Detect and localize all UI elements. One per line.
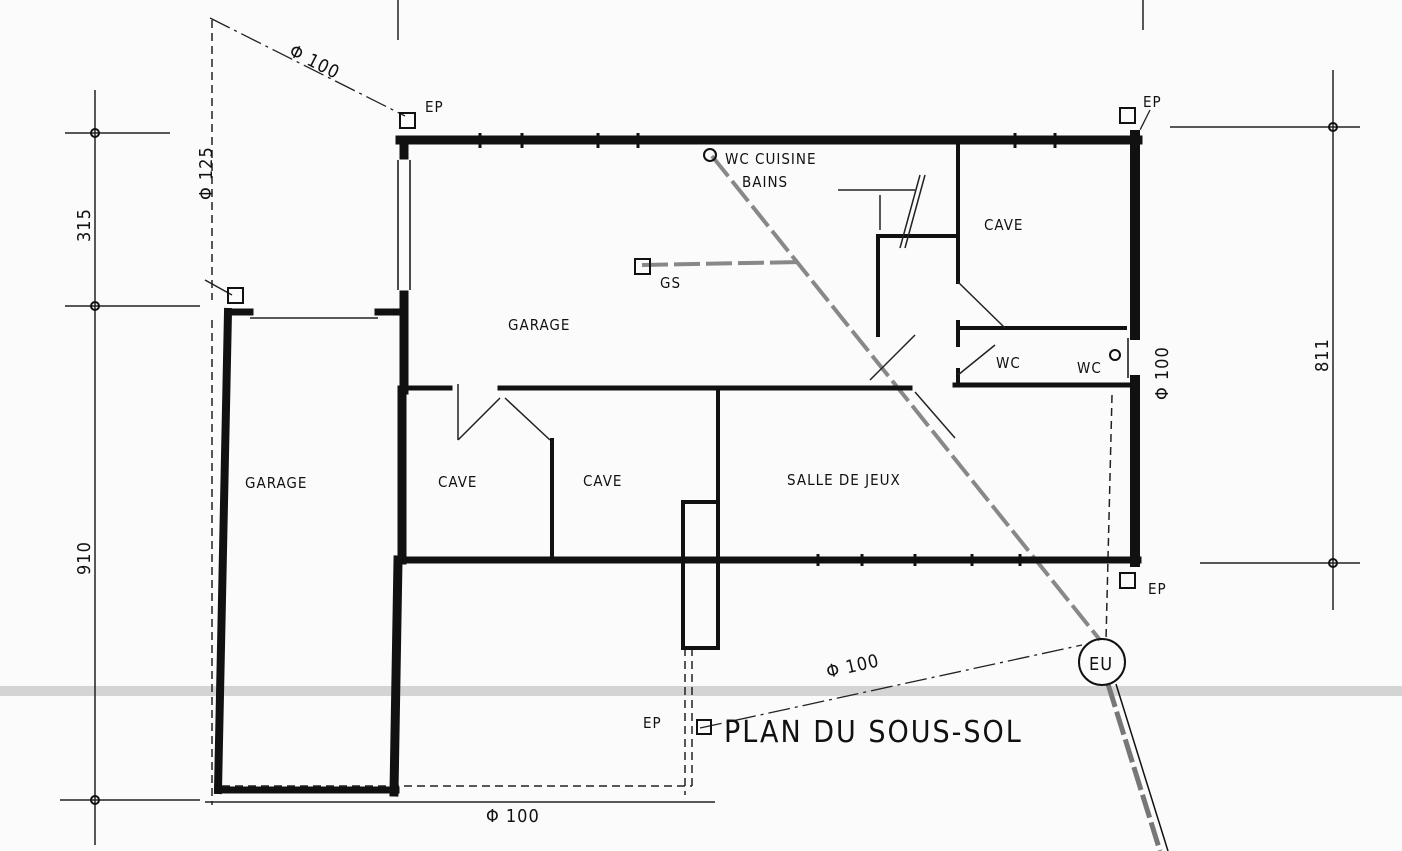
room-salle-de-jeux: SALLE DE JEUX — [787, 471, 901, 489]
label-ep-top-right: EP — [1143, 93, 1162, 111]
label-bains: BAINS — [742, 173, 788, 191]
room-wc-1: WC — [996, 354, 1021, 372]
ep-box-top-right — [1119, 107, 1136, 124]
ep-box-bottom-right — [1119, 572, 1136, 589]
dimension-left-upper: 315 — [74, 208, 95, 242]
eu-manhole — [1078, 638, 1126, 686]
label-ep-bottom: EP — [643, 714, 662, 732]
scan-smudge — [0, 686, 1402, 696]
plan-title: PLAN DU SOUS-SOL — [724, 715, 1023, 750]
room-garage-main: GARAGE — [508, 316, 570, 334]
label-pipe-right: Φ 100 — [1152, 346, 1173, 400]
ep-box-top-left — [399, 112, 416, 129]
label-pipe-bottom: Φ 100 — [486, 806, 540, 827]
wc-cuisine-outlet — [703, 148, 717, 162]
windows — [397, 133, 1129, 566]
ep-box-bottom — [696, 719, 712, 735]
dimension-left-lower: 910 — [74, 541, 95, 575]
dimension-right — [1170, 70, 1360, 610]
label-ep-top-left: EP — [425, 98, 444, 116]
doors — [457, 281, 1006, 441]
ep-box-left — [227, 287, 244, 304]
dimension-left — [60, 90, 200, 845]
room-wc-2: WC — [1077, 359, 1102, 377]
chimney — [681, 500, 720, 650]
label-pipe-bottom-diag: Φ 100 — [824, 650, 881, 683]
label-pipe-top: Φ 100 — [286, 41, 343, 84]
wc-outlet — [1109, 349, 1121, 361]
label-eu: EU — [1089, 654, 1113, 675]
dimension-right: 811 — [1312, 338, 1333, 372]
room-cave-middle: CAVE — [583, 472, 622, 490]
room-cave-top-right: CAVE — [984, 216, 1023, 234]
label-pipe-left: Φ 125 — [196, 146, 217, 200]
label-ep-bottom-right: EP — [1148, 580, 1167, 598]
label-wc-cuisine: WC CUISINE — [725, 150, 817, 168]
room-garage-left: GARAGE — [245, 474, 307, 492]
label-gs: GS — [660, 274, 681, 292]
room-cave-left: CAVE — [438, 473, 477, 491]
gs-box — [634, 258, 651, 275]
